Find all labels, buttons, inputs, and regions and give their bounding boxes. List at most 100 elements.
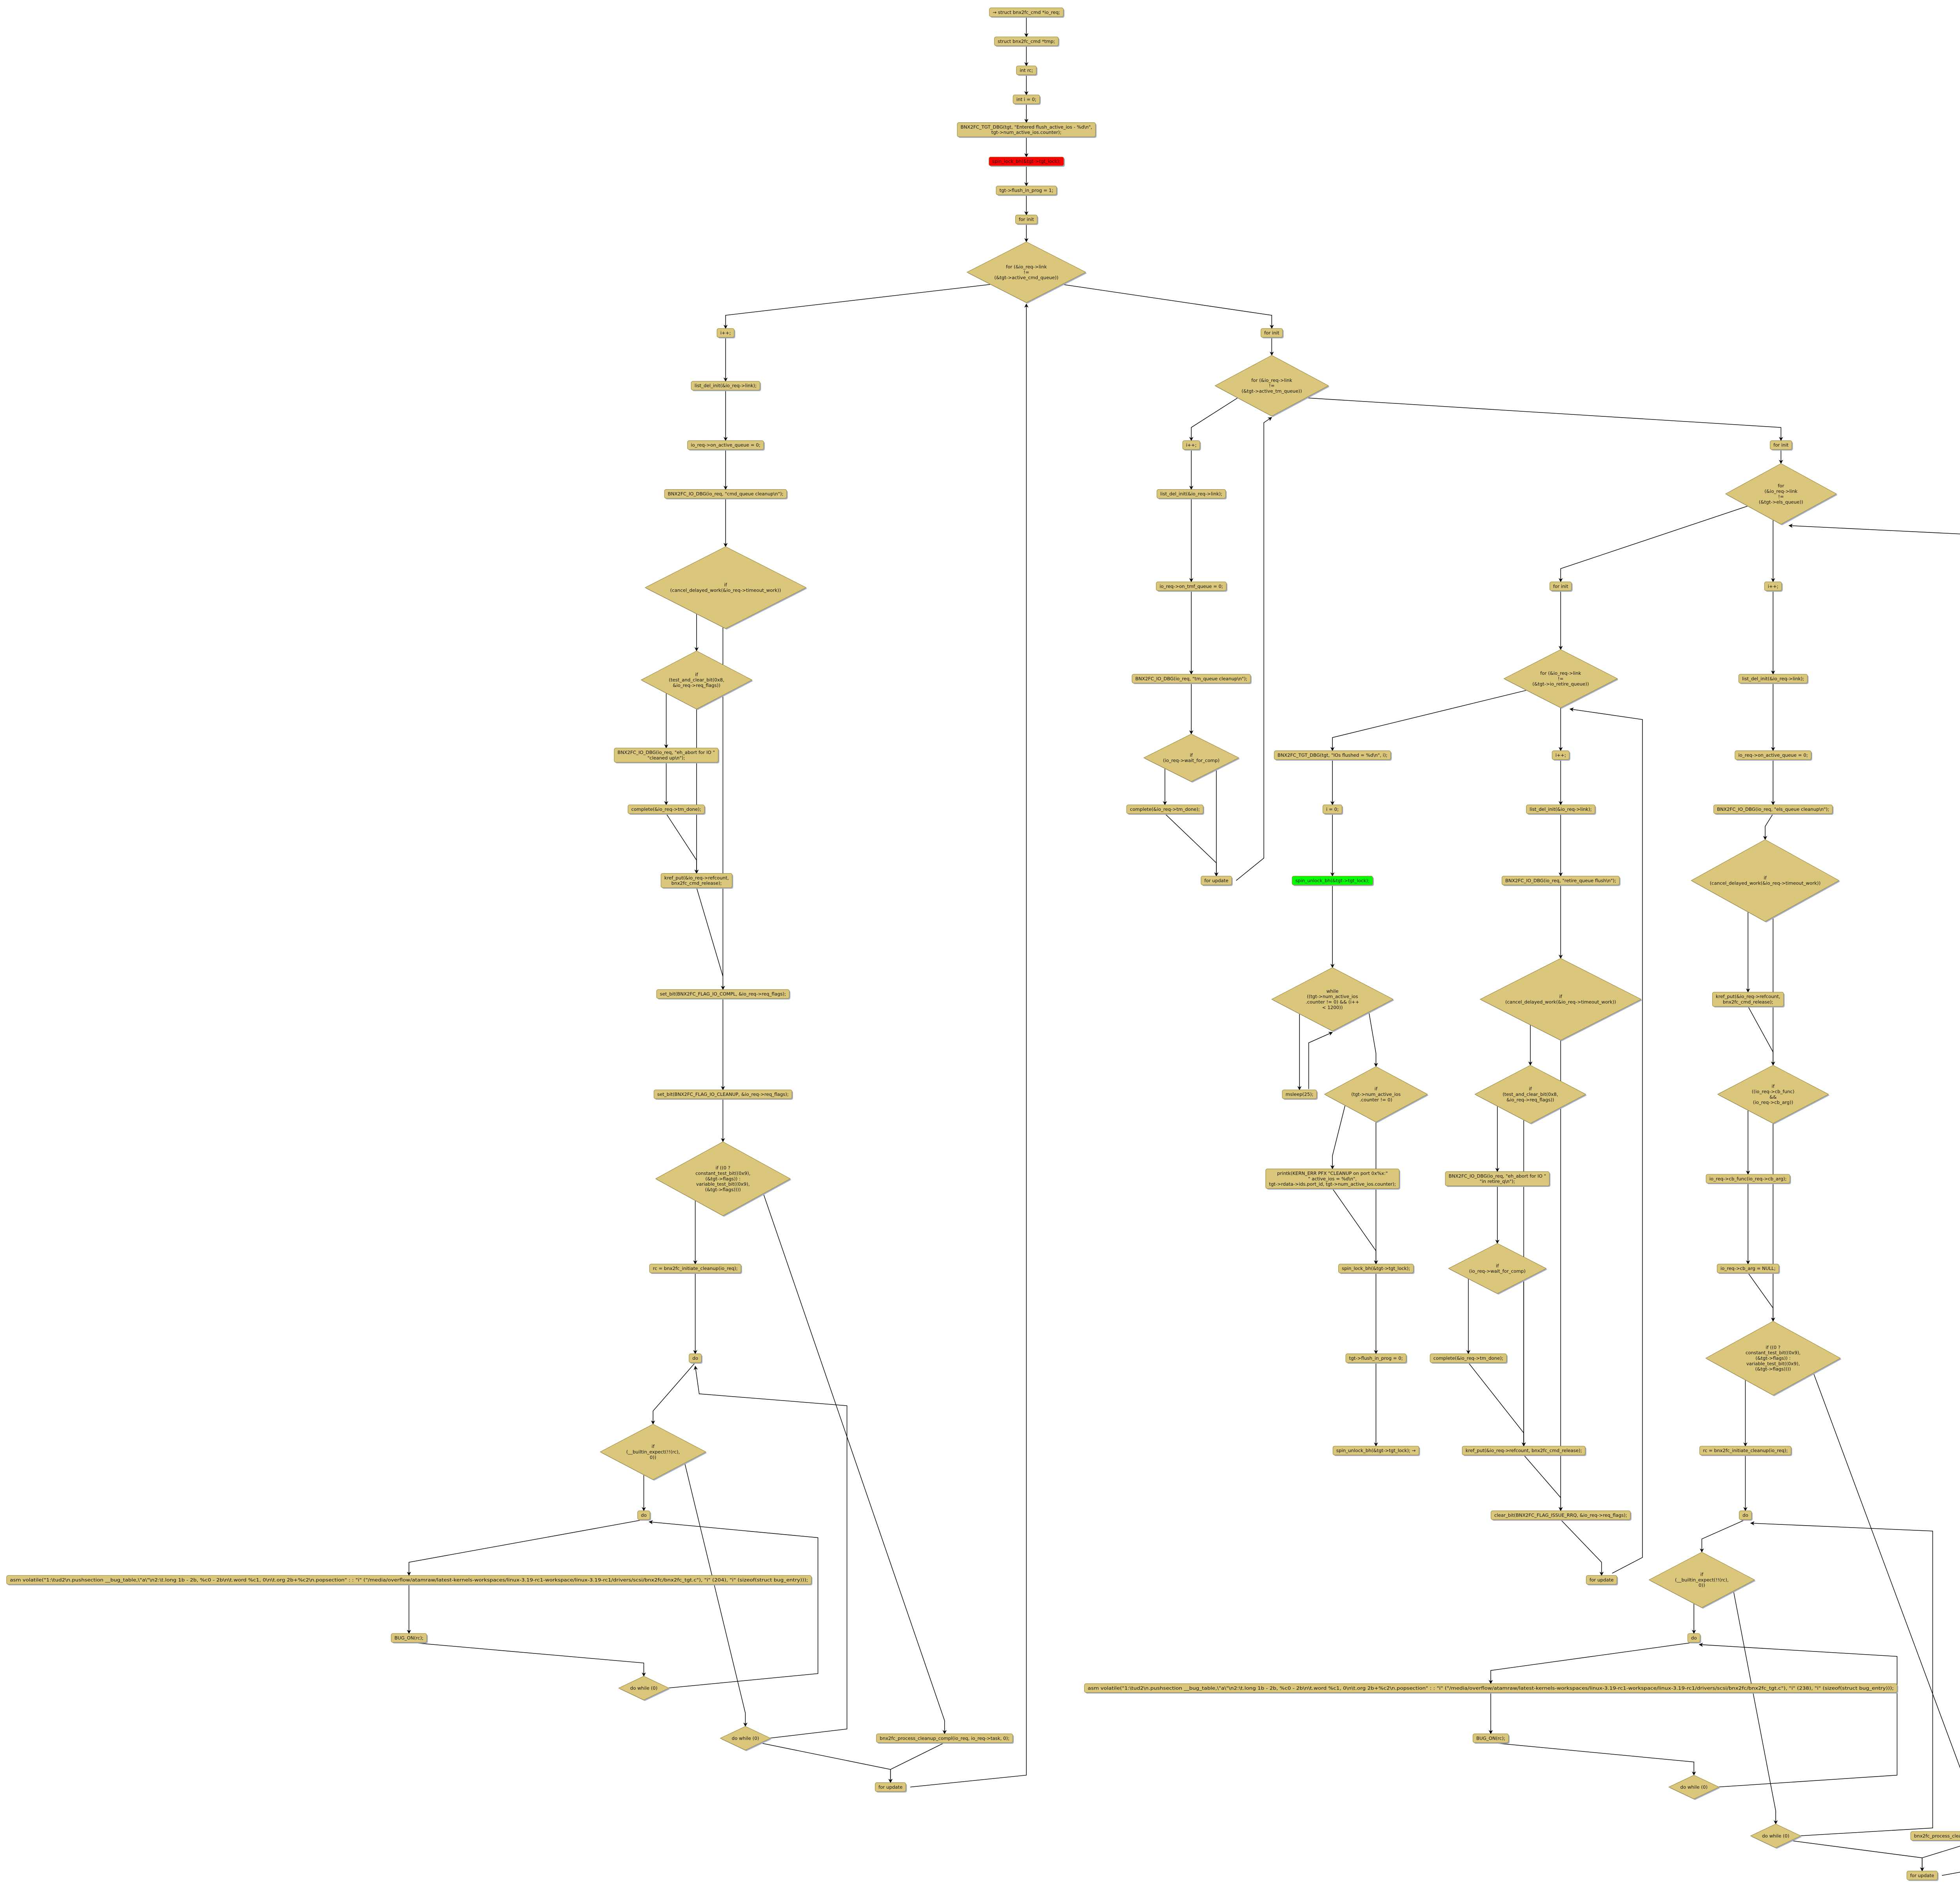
node-label-line: i = 0; bbox=[1326, 807, 1339, 812]
decision-node: if((io_req->cb_func)&&(io_req->cb_arg)) bbox=[1717, 1065, 1830, 1125]
node-label: if(io_req->wait_for_comp) bbox=[1163, 752, 1220, 763]
node-label-line: variable_test_bit((0x9), bbox=[696, 1181, 750, 1187]
statement-node: list_del_init(&io_req->link); bbox=[1526, 805, 1596, 815]
node-label: if(__builtin_expect(!!(rc),0)) bbox=[626, 1444, 680, 1460]
node-label-line: list_del_init(&io_req->link); bbox=[1530, 807, 1592, 812]
nodes-layer: → struct bnx2fc_cmd *io_req;struct bnx2f… bbox=[6, 7, 1960, 1881]
node-shape bbox=[641, 650, 753, 709]
node-shape bbox=[1705, 1321, 1841, 1395]
decision-node: if(test_and_clear_bit(0x8,&io_req->req_f… bbox=[641, 650, 753, 710]
node-shape bbox=[1906, 1871, 1938, 1880]
node-label: → struct bnx2fc_cmd *io_req; bbox=[993, 9, 1060, 15]
node-label-line: i++; bbox=[1186, 442, 1197, 448]
node-label-line: (__builtin_expect(!!(rc), bbox=[626, 1449, 680, 1455]
decision-node: if(__builtin_expect(!!(rc),0)) bbox=[1648, 1552, 1756, 1609]
flow-arrow bbox=[409, 1642, 646, 1677]
flow-arrow bbox=[1330, 690, 1527, 751]
statement-node: spin_unlock_bh(&tgt->tgt_lock); → bbox=[1332, 1446, 1420, 1456]
statement-node: BNX2FC_IO_DBG(io_req, "els_queue cleanup… bbox=[1713, 805, 1834, 815]
node-shape bbox=[1265, 1168, 1399, 1189]
node-label-line: complete(&io_req->tm_done); bbox=[1434, 1355, 1503, 1361]
statement-node: → struct bnx2fc_cmd *io_req; bbox=[989, 7, 1065, 18]
flow-arrow bbox=[684, 1463, 748, 1727]
node-shape bbox=[1448, 1243, 1547, 1294]
decision-node: do while (0) bbox=[1750, 1824, 1802, 1849]
node-shape bbox=[994, 36, 1059, 46]
statement-node: io_req->on_active_queue = 0; bbox=[1735, 750, 1813, 761]
edges-layer bbox=[407, 16, 1960, 1876]
node-label-line: for (&io_req->link bbox=[1251, 378, 1292, 383]
flow-arrow bbox=[1699, 1642, 1898, 1788]
node-label: do while (0) bbox=[630, 1685, 657, 1691]
decision-node: if(cancel_delayed_work(&io_req->timeout_… bbox=[644, 546, 807, 630]
node-label-line: asm volatile("1:\tud2\n.pushsection __bu… bbox=[10, 1577, 808, 1582]
statement-node: for update bbox=[875, 1782, 907, 1793]
node-label: bnx2fc_process_cleanup_compl(io_req, io_… bbox=[1914, 1833, 1960, 1838]
statement-node: complete(&io_req->tm_done); bbox=[1126, 805, 1204, 815]
statement-node: kref_put(&io_req->refcount, bnx2fc_cmd_r… bbox=[1462, 1446, 1586, 1456]
statement-node: kref_put(&io_req->refcount,bnx2fc_cmd_re… bbox=[1712, 992, 1785, 1008]
statement-node: msleep(25); bbox=[1282, 1090, 1318, 1100]
statement-node: list_del_init(&io_req->link); bbox=[1738, 674, 1809, 684]
node-label: i++; bbox=[1186, 442, 1197, 448]
node-label-line: (io_req->wait_for_comp) bbox=[1469, 1268, 1526, 1274]
node-label-line: 0)) bbox=[650, 1455, 657, 1460]
node-label: tgt->flush_in_prog = 1; bbox=[1000, 188, 1053, 193]
node-shape bbox=[600, 1424, 706, 1480]
node-label: for update bbox=[878, 1784, 902, 1790]
node-shape bbox=[957, 122, 1096, 137]
node-shape bbox=[1323, 805, 1343, 814]
node-shape bbox=[989, 156, 1064, 166]
node-label: asm volatile("1:\tud2\n.pushsection __bu… bbox=[1088, 1685, 1894, 1691]
flow-arrow bbox=[1748, 1006, 1775, 1066]
decision-node: if ((0 ?constant_test_bit((0x9),(&tgt->f… bbox=[1705, 1321, 1842, 1396]
node-shape bbox=[1586, 1575, 1617, 1585]
node-label: do bbox=[1742, 1513, 1748, 1518]
node-shape bbox=[1430, 1353, 1507, 1363]
node-label-line: tgt->num_active_ios.counter); bbox=[991, 130, 1062, 135]
node-shape bbox=[1474, 1065, 1586, 1124]
statement-node: do bbox=[1687, 1633, 1701, 1644]
flow-arrow bbox=[1748, 1273, 1775, 1322]
node-label-line: constant_test_bit((0x9), bbox=[695, 1171, 750, 1176]
node-label-line: do while (0) bbox=[1680, 1784, 1708, 1790]
node-label-line: i++; bbox=[1768, 583, 1779, 589]
node-label-line: do bbox=[692, 1355, 698, 1361]
node-label-line: kref_put(&io_req->refcount, bnx2fc_cmd_r… bbox=[1466, 1448, 1582, 1453]
node-shape bbox=[687, 440, 764, 450]
node-label: int i = 0; bbox=[1016, 96, 1036, 102]
statement-node: io_req->on_tmf_queue = 0; bbox=[1156, 581, 1228, 592]
node-label: i++; bbox=[1768, 583, 1779, 589]
node-label-line: BNX2FC_IO_DBG(io_req, "cmd_queue cleanup… bbox=[668, 491, 784, 497]
node-label-line: if ((0 ? bbox=[1766, 1344, 1780, 1350]
node-shape bbox=[655, 1141, 791, 1216]
node-label-line: do while (0) bbox=[630, 1685, 657, 1691]
node-label-line: &io_req->req_flags)) bbox=[673, 683, 720, 688]
flow-arrow bbox=[696, 887, 725, 990]
decision-node: if(io_req->wait_for_comp) bbox=[1448, 1243, 1547, 1295]
node-label: struct bnx2fc_cmd *tmp; bbox=[998, 38, 1055, 44]
node-label-line: io_req->on_active_queue = 0; bbox=[1738, 752, 1808, 758]
statement-node: i++; bbox=[1764, 581, 1783, 592]
node-shape bbox=[689, 1353, 702, 1363]
node-label: BNX2FC_IO_DBG(io_req, "els_queue cleanup… bbox=[1717, 807, 1829, 812]
node-label-line: (&tgt->active_cmd_queue)) bbox=[995, 275, 1059, 280]
node-label-line: if bbox=[1764, 875, 1767, 881]
node-shape bbox=[1479, 958, 1642, 1041]
node-label: spin_lock_bh(&tgt->tgt_lock); bbox=[992, 159, 1060, 164]
statement-node: clear_bit(BNX2FC_FLAG_ISSUE_RRQ, &io_req… bbox=[1490, 1510, 1632, 1521]
node-shape bbox=[1282, 1090, 1317, 1099]
statement-node: do bbox=[637, 1510, 651, 1521]
node-label: clear_bit(BNX2FC_FLAG_ISSUE_RRQ, &io_req… bbox=[1494, 1513, 1627, 1518]
node-shape bbox=[1699, 1446, 1791, 1455]
node-label-line: io_req->cb_arg = NULL; bbox=[1720, 1266, 1776, 1271]
node-label-line: for (&io_req->link bbox=[1540, 670, 1581, 676]
node-shape bbox=[1016, 65, 1037, 75]
flow-arrow bbox=[1062, 284, 1274, 329]
statement-node: for init bbox=[1770, 440, 1793, 451]
node-label-line: (test_and_clear_bit(0x8, bbox=[1503, 1092, 1558, 1097]
node-label: do while (0) bbox=[1762, 1833, 1789, 1838]
flow-arrow bbox=[1523, 1455, 1563, 1511]
node-label: io_req->on_active_queue = 0; bbox=[691, 442, 760, 448]
node-shape bbox=[1126, 805, 1203, 814]
